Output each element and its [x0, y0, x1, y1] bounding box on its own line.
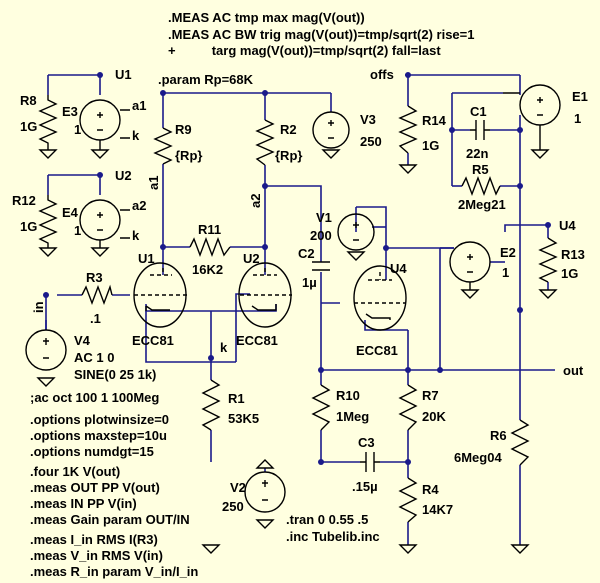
u1-model: ECC81: [132, 333, 174, 348]
pin-label-k1: k: [132, 128, 140, 143]
r13-name: R13: [561, 247, 585, 262]
v2-name: V2: [230, 480, 246, 495]
r5-name: R5: [472, 162, 489, 177]
c1-value: 22n: [466, 146, 488, 161]
r7-value: 20K: [422, 409, 446, 424]
r7-name: R7: [422, 388, 439, 403]
r6-value: 6Meg04: [454, 450, 502, 465]
net-label-k: k: [220, 340, 228, 355]
e3-value: 1: [74, 122, 81, 137]
c2-value: 1µ: [302, 275, 317, 290]
r12-name: R12: [12, 193, 36, 208]
directive-left-8: .meas I_in RMS I(R3): [30, 532, 158, 547]
v2-value: 250: [222, 499, 244, 514]
directive-left-7: .meas Gain param OUT/IN: [30, 512, 190, 527]
u2-model: ECC81: [236, 333, 278, 348]
v4-value-ac: AC 1 0: [74, 350, 114, 365]
r2-name: R2: [280, 122, 297, 137]
e3-name: E3: [62, 104, 78, 119]
v3-name: V3: [360, 112, 376, 127]
r4-name: R4: [422, 482, 439, 497]
net-label-a2: a2: [248, 194, 263, 208]
e2-value: 1: [502, 265, 509, 280]
v1-value: 200: [310, 228, 332, 243]
param-directive: .param Rp=68K: [158, 72, 254, 87]
net-label-u2: U2: [243, 251, 260, 266]
junction-dots: [43, 72, 551, 465]
directive-line-3: + targ mag(V(out))=tmp/sqrt(2) fall=last: [168, 43, 441, 58]
r14-name: R14: [422, 113, 447, 128]
v1-name: V1: [316, 210, 332, 225]
ground-symbols: [36, 149, 558, 554]
e1-value: 1: [574, 111, 581, 126]
net-label-in: in: [31, 301, 46, 313]
r9-value: {Rp}: [175, 148, 202, 163]
voltage-sources: [25, 111, 375, 513]
directive-left-6: .meas IN PP V(in): [30, 496, 137, 511]
r12-value: 1G: [20, 219, 37, 234]
r8-value: 1G: [20, 119, 37, 134]
net-label-offs: offs: [370, 67, 394, 82]
net-label-u1-top: U1: [115, 67, 132, 82]
pin-label-a1: a1: [132, 98, 146, 113]
r4-value: 14K7: [422, 502, 453, 517]
net-label-out: out: [563, 363, 584, 378]
e2-name: E2: [500, 245, 516, 260]
directive-left-5: .meas OUT PP V(out): [30, 480, 160, 495]
directive-left-1: .options plotwinsize=0: [30, 412, 169, 427]
e4-name: E4: [62, 205, 79, 220]
vcvs-symbols: [79, 84, 561, 290]
net-label-u4-top: U4: [559, 218, 576, 233]
v4-value-sine: SINE(0 25 1k): [74, 367, 156, 382]
v4-name: V4: [74, 333, 91, 348]
directive-left-4: .four 1K V(out): [30, 464, 120, 479]
directive-inc: .inc Tubelib.inc: [286, 529, 380, 544]
v3-value: 250: [360, 134, 382, 149]
r1-value: 53K5: [228, 411, 259, 426]
directive-left-3: .options numdgt=15: [30, 444, 154, 459]
r10-name: R10: [336, 388, 360, 403]
r10-value: 1Meg: [336, 409, 369, 424]
directive-left-9: .meas V_in RMS V(in): [30, 548, 163, 563]
r1-name: R1: [228, 391, 245, 406]
pin-label-k2: k: [132, 228, 140, 243]
directive-left-10: .meas R_in param V_in/I_in: [30, 564, 198, 579]
resistor-symbols: [38, 95, 558, 523]
r11-value: 16K2: [192, 262, 223, 277]
pin-label-a2: a2: [132, 198, 146, 213]
r3-value: .1: [90, 311, 101, 326]
directive-line-2: .MEAS AC BW trig mag(V(out))=tmp/sqrt(2)…: [168, 27, 474, 42]
directive-left-0: ;ac oct 100 1 100Meg: [30, 390, 159, 405]
net-label-a1: a1: [146, 176, 161, 190]
e1-name: E1: [572, 89, 588, 104]
r8-name: R8: [20, 93, 37, 108]
u4-model: ECC81: [356, 343, 398, 358]
c1-name: C1: [470, 104, 487, 119]
directive-line-1: .MEAS AC tmp max mag(V(out)): [168, 10, 365, 25]
r11-name: R11: [198, 222, 221, 237]
r3-name: R3: [86, 270, 103, 285]
r14-value: 1G: [422, 138, 439, 153]
net-label-u2-top: U2: [115, 168, 132, 183]
r6-name: R6: [490, 428, 507, 443]
c3-name: C3: [358, 435, 375, 450]
net-label-u4: U4: [390, 261, 407, 276]
capacitor-symbols: [312, 120, 490, 472]
e4-value: 1: [74, 223, 81, 238]
net-label-u1: U1: [138, 251, 155, 266]
directive-left-2: .options maxstep=10u: [30, 428, 167, 443]
tube-symbols: [133, 262, 407, 331]
c3-value: .15µ: [352, 479, 378, 494]
r5-value: 2Meg21: [458, 197, 506, 212]
r13-value: 1G: [561, 266, 578, 281]
r9-name: R9: [175, 122, 192, 137]
directive-tran: .tran 0 0.55 .5: [286, 512, 368, 527]
r2-value: {Rp}: [275, 148, 302, 163]
c2-name: C2: [298, 246, 315, 261]
